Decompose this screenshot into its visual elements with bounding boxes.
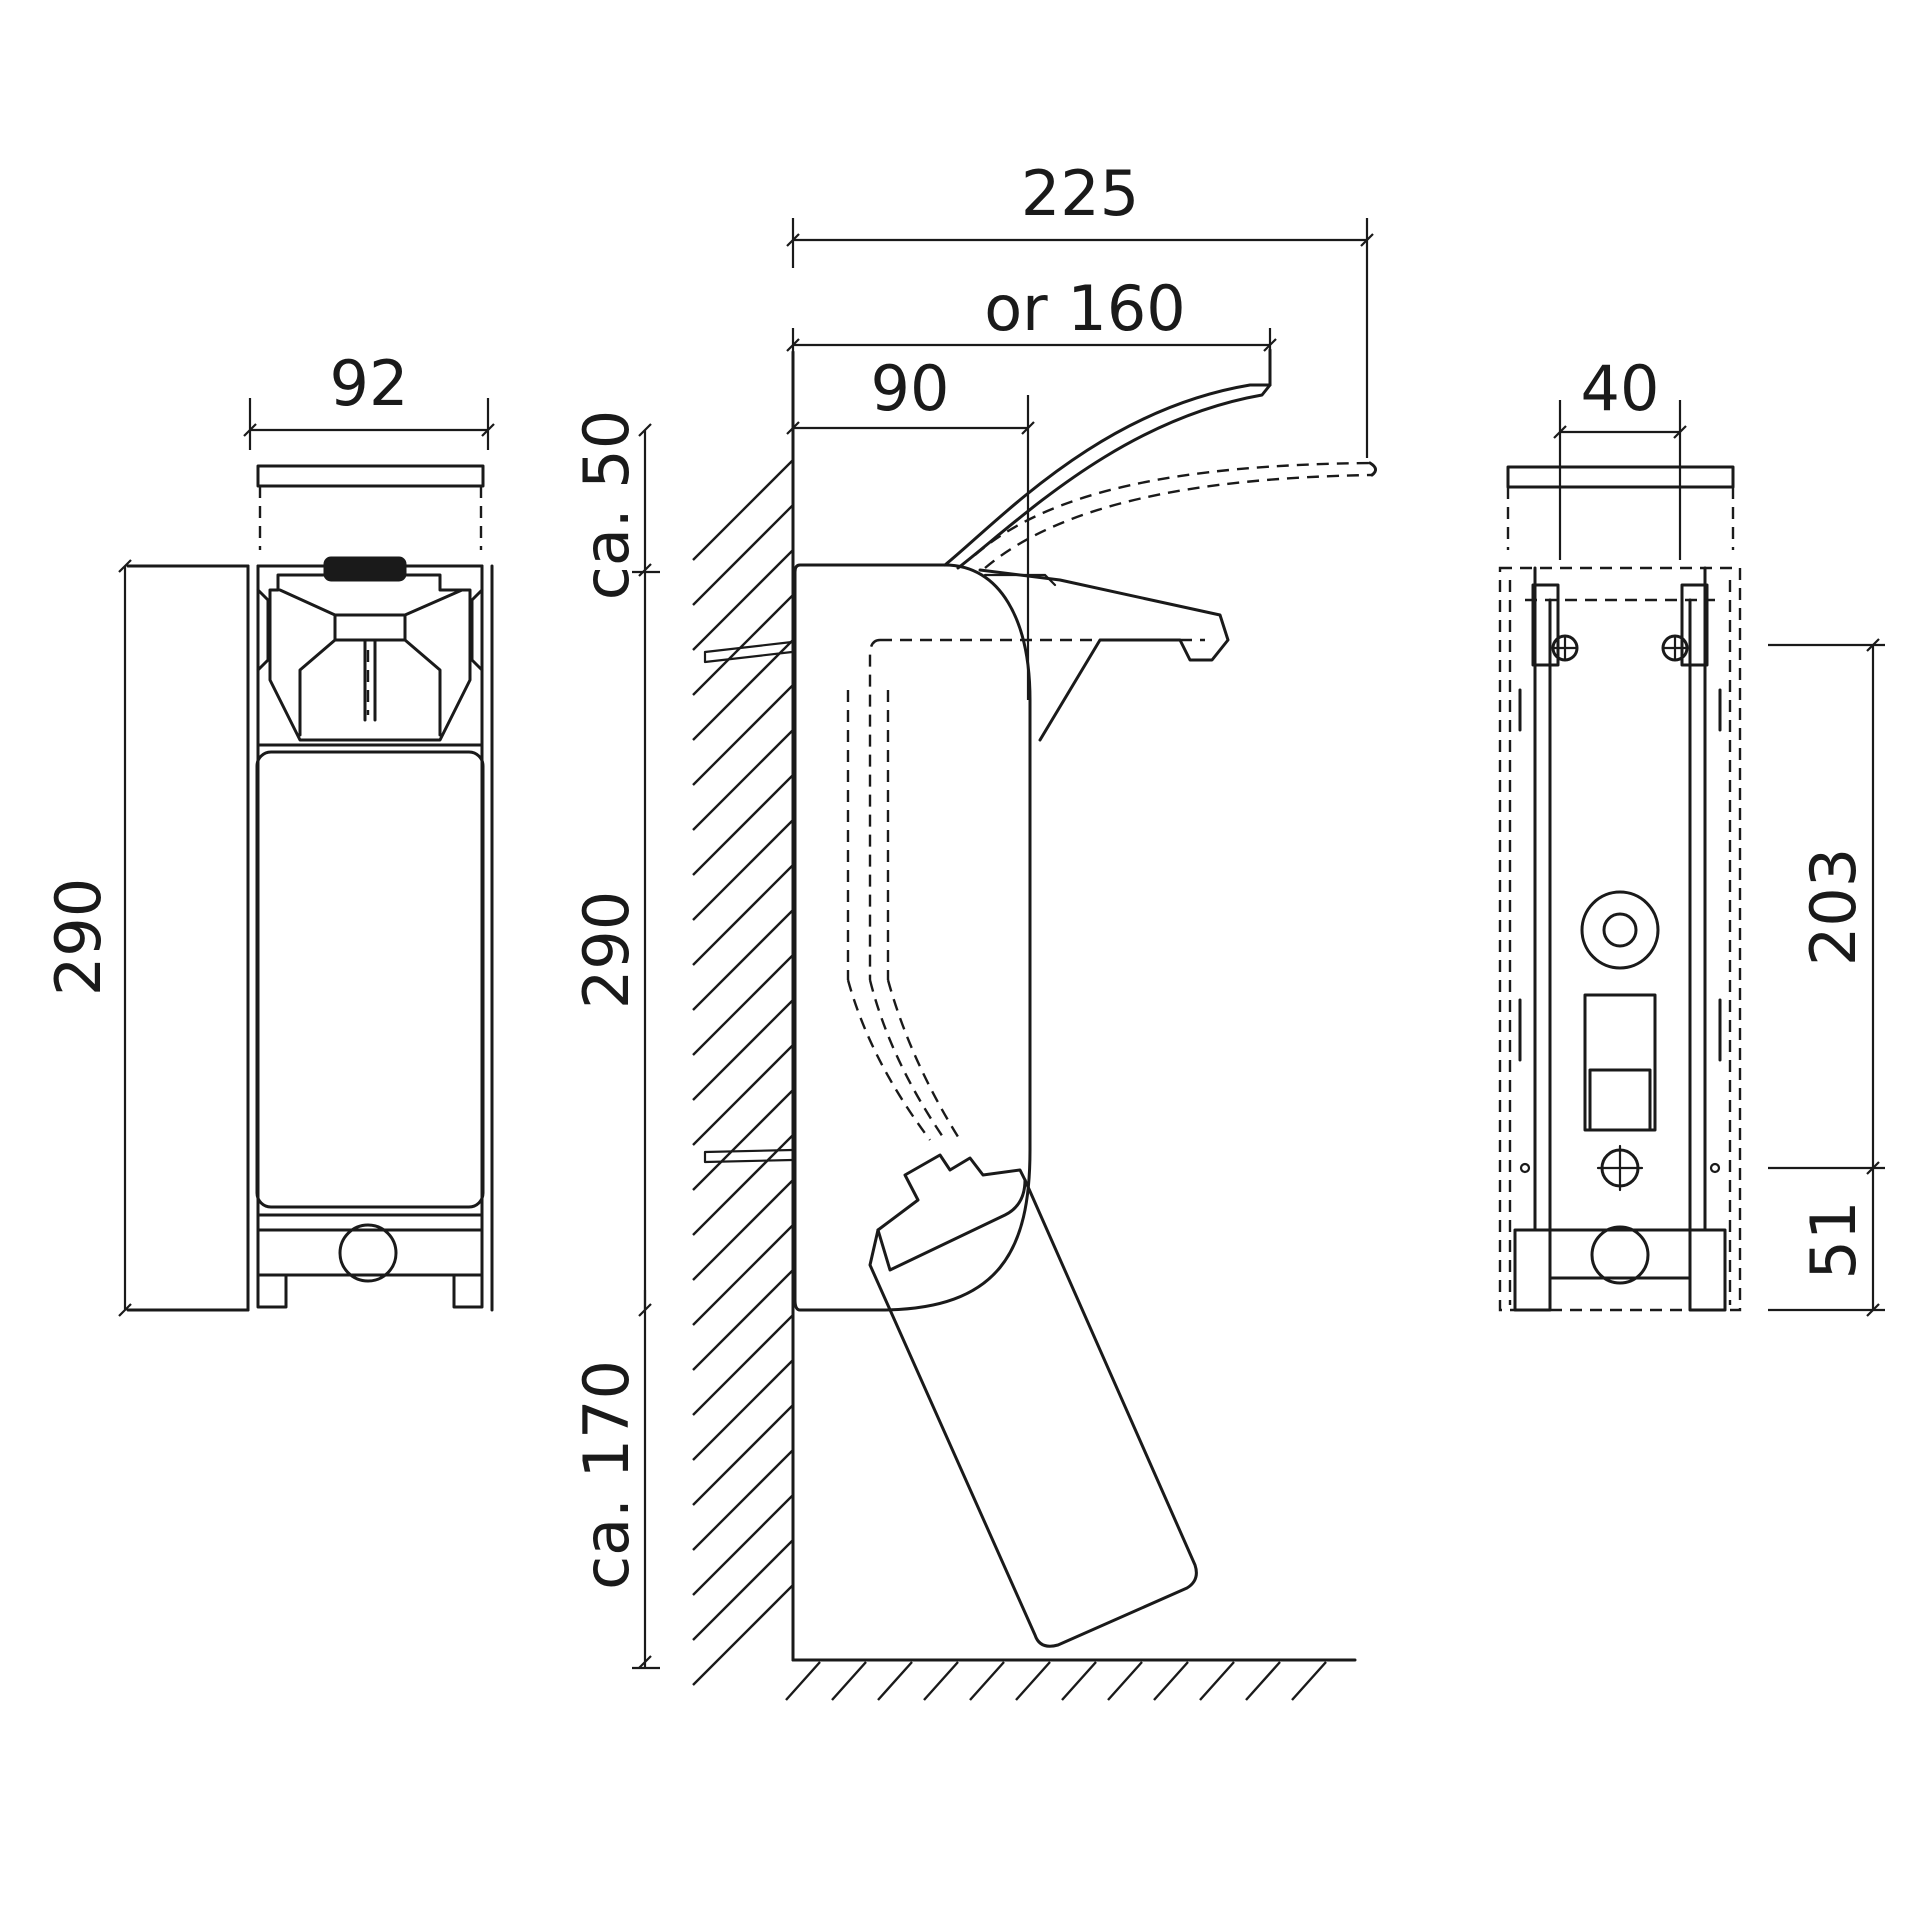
dim-vertical: ca. 50 290 ca. 170 — [570, 410, 660, 1670]
front-body — [126, 556, 494, 1312]
front-height-label: 290 — [42, 878, 115, 996]
dim-40: 40 — [1553, 352, 1687, 560]
side-height-label: 290 — [570, 891, 643, 1009]
wall-plate — [1513, 566, 1727, 1312]
upper-mount-label: 203 — [1797, 848, 1870, 966]
tilted-bottle — [868, 1153, 1198, 1648]
total-reach-label: 225 — [1021, 157, 1139, 230]
wall-hatching — [692, 459, 794, 1686]
front-width-dimension: 92 — [243, 347, 495, 450]
alt-reach-label: or 160 — [984, 272, 1185, 345]
floor-hatching — [785, 1661, 1327, 1701]
back-view: 40 — [1498, 352, 1885, 1317]
dim-203-51: 203 51 — [1768, 638, 1885, 1317]
side-view: 225 or 160 90 — [570, 157, 1377, 1701]
hole-spacing-label: 40 — [1581, 352, 1660, 425]
front-height-dimension: 290 — [42, 559, 132, 1317]
dim-225: 225 — [786, 157, 1374, 458]
depth-label: 90 — [871, 352, 950, 425]
top-clearance-label: ca. 50 — [570, 410, 643, 600]
dim-90: 90 — [786, 352, 1035, 700]
wall — [692, 350, 795, 1686]
front-lever — [256, 464, 485, 550]
floor — [785, 1658, 1357, 1701]
floor-clearance-label: ca. 170 — [570, 1360, 643, 1590]
wall-screws — [703, 640, 794, 1164]
front-view: 92 — [42, 347, 495, 1317]
dim-160: or 160 — [786, 272, 1277, 360]
lower-mount-label: 51 — [1797, 1201, 1870, 1280]
side-body — [793, 348, 1377, 1648]
front-width-label: 92 — [330, 347, 409, 420]
